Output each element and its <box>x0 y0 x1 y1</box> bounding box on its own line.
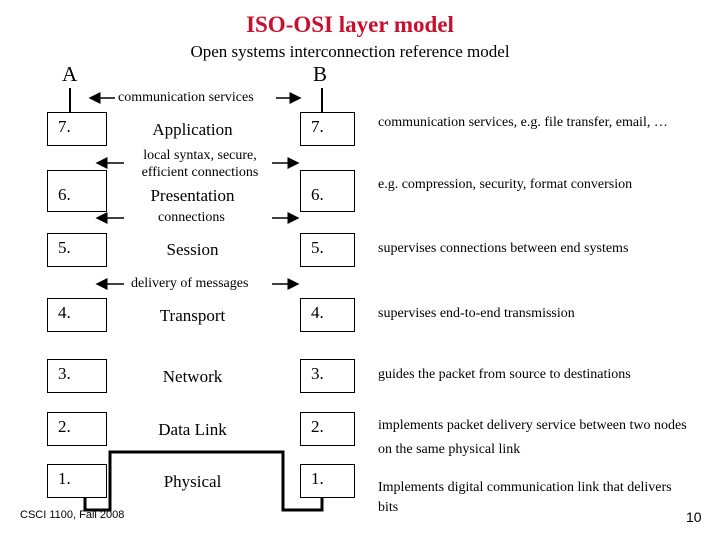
layer-desc-transport: supervises end-to-end transmission <box>378 306 575 321</box>
layer-b-3: 3. <box>300 359 355 393</box>
layer-a-5: 5. <box>47 233 107 267</box>
page-subtitle: Open systems interconnection reference m… <box>190 42 510 61</box>
layer-b-6: 6. <box>300 170 355 212</box>
layer-desc-application: communication services, e.g. file transf… <box>378 115 668 130</box>
page-title: ISO-OSI layer model <box>246 12 454 37</box>
comm-services-label: communication services <box>118 90 254 105</box>
layer-name-network: Network <box>162 367 223 386</box>
layer-name-session: Session <box>166 240 219 259</box>
layer-desc-network: guides the packet from source to destina… <box>378 367 631 382</box>
physical-wire <box>83 450 324 512</box>
layer-b-5: 5. <box>300 233 355 267</box>
layer-name-application: Application <box>152 120 233 139</box>
layer-a-4: 4. <box>47 298 107 332</box>
layer-b-2: 2. <box>300 412 355 446</box>
layer-b-4: 4. <box>300 298 355 332</box>
layer-a-6: 6. <box>47 170 107 212</box>
layer-desc-data-link: implements packet delivery service betwe… <box>378 418 687 457</box>
layer-desc-session: supervises connections between end syste… <box>378 241 629 256</box>
layer-desc-presentation: e.g. compression, security, format conve… <box>378 177 633 192</box>
layer-name-physical: Physical <box>163 472 222 491</box>
layer-name-transport: Transport <box>159 306 226 325</box>
layer-b-1: 1. <box>300 464 355 498</box>
layer-a-7: 7. <box>47 112 107 146</box>
layer-b-7: 7. <box>300 112 355 146</box>
endpoint-a-label: A <box>62 62 78 86</box>
layer-a-1: 1. <box>47 464 107 498</box>
layer-a-3: 3. <box>47 359 107 393</box>
layer-name-presentation: Presentation <box>150 186 235 205</box>
page-number: 10 <box>686 509 702 525</box>
endpoint-b-label: B <box>313 62 328 86</box>
layer-a-2: 2. <box>47 412 107 446</box>
local-syntax-label: local syntax, secure, efficient connecti… <box>141 148 259 180</box>
connections-label: connections <box>158 210 225 225</box>
layer-desc-physical: Implements digital communication link th… <box>378 480 672 515</box>
delivery-label: delivery of messages <box>131 276 249 291</box>
footer-course: CSCI 1100, Fall 2008 <box>20 509 125 521</box>
layer-name-data-link: Data Link <box>158 420 227 439</box>
